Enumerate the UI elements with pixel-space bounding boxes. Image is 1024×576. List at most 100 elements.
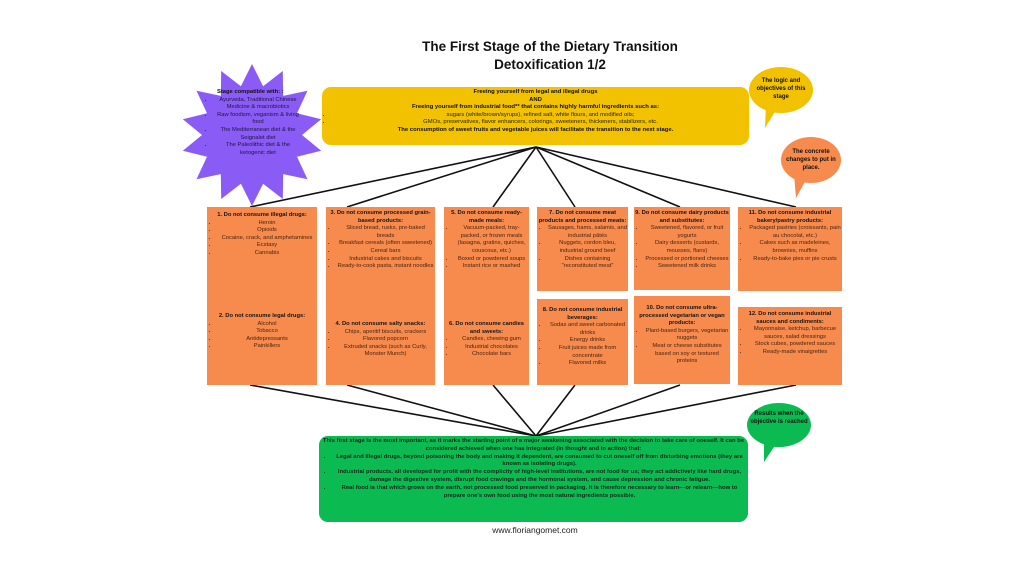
results-text: This first stage is the most important, …	[321, 438, 746, 500]
rule-10: 10. Do not consume ultra-processed veget…	[635, 305, 729, 366]
rule-box-col-2	[326, 207, 435, 385]
rule-12: 12. Do not consume industrial sauces and…	[739, 311, 841, 357]
rule-3: 3. Do not consume processed grain-based …	[327, 210, 434, 271]
rule-item: Cereal bars	[337, 248, 434, 256]
rule-item: Heroin	[218, 220, 316, 228]
rule-heading: 2. Do not consume legal drugs:	[218, 313, 306, 319]
rule-item: Industrial cakes and biscuits	[337, 256, 434, 264]
results-intro: This first stage is the most important, …	[322, 438, 745, 452]
rule-item: Painkillers	[218, 343, 316, 351]
objectives-box	[322, 87, 749, 145]
rule-item: Ready-to-cook pasta, instant noodles	[337, 263, 434, 271]
connector-bottom-6	[535, 384, 797, 437]
compatible-item: The Mediterranean diet & the Seignalet d…	[214, 127, 302, 142]
rule-item: Energy drinks	[548, 337, 627, 345]
changes-bubble	[781, 137, 841, 198]
rule-1: 1. Do not consume illegal drugs: Heroin …	[208, 212, 316, 258]
rule-heading: 4. Do not consume salty snacks:	[335, 321, 426, 327]
rule-4: 4. Do not consume salty snacks: Chips, a…	[327, 321, 434, 359]
rule-5: 5. Do not consume ready-made meals: Vacu…	[445, 210, 528, 271]
compatible-item: Raw foodism, veganism & living food	[214, 112, 302, 127]
objectives-text: Freeing yourself from legal and illegal …	[322, 89, 749, 135]
connector-bottom-1	[249, 384, 537, 437]
rule-item: Instant rice or mashed	[455, 263, 528, 271]
logic-bubble	[749, 67, 813, 128]
rule-11: 11. Do not consume industrial bakery/pas…	[739, 210, 841, 263]
rule-heading: 10. Do not consume ultra-processed veget…	[639, 305, 725, 327]
rule-heading: 7. Do not consume meat products and proc…	[538, 210, 627, 224]
rule-item: Alcohol	[218, 321, 316, 329]
rule-item: Mayonnaise, ketchup, barbecue sauces, sa…	[749, 326, 841, 341]
objective-ingredient: GMOs, preservatives, flavor enhancers, c…	[332, 119, 749, 127]
rule-item: Dishes containing "reconstituted meat"	[548, 256, 627, 271]
connector-top-6	[535, 146, 797, 208]
rule-item: Plant-based burgers, vegetarian nuggets	[645, 328, 729, 343]
objective-ingredient: sugars (white/brown/syrups), refined sal…	[332, 112, 749, 120]
objective-line-4: The consumption of sweet fruits and vege…	[397, 126, 674, 133]
footer-url: www.floriangomet.com	[492, 525, 578, 535]
rule-item: Sweetened, flavored, or fruit yogurts	[645, 225, 729, 240]
rule-9: 9. Do not consume dairy products and sub…	[635, 210, 729, 271]
results-box	[319, 436, 748, 522]
rule-item: Chips, aperitif biscuits, crackers	[337, 329, 434, 337]
rule-item: Ecstasy	[218, 242, 316, 250]
connector-bottom-3	[492, 384, 537, 437]
rule-item: Industrial chocolates	[455, 344, 528, 352]
compatible-item: Ayurveda, Traditional Chinese Medicine &…	[214, 97, 302, 112]
rule-item: Tobacco	[218, 328, 316, 336]
rule-heading: 6. Do not consume candies and sweets:	[448, 321, 525, 335]
rule-item: Sweetened milk drinks	[645, 263, 729, 271]
rule-item: Processed or portioned cheeses	[645, 256, 729, 264]
results-item: Real food is that which grows on the ear…	[333, 485, 746, 501]
rule-item: Sausages, hams, salamis, and industrial …	[548, 225, 627, 240]
rule-item: Ready-to-bake pies or pie crusts	[749, 256, 841, 264]
rule-item: Antidepressants	[218, 336, 316, 344]
rule-heading: 11. Do not consume industrial bakery/pas…	[748, 210, 832, 224]
objective-and: AND	[529, 96, 542, 103]
rule-item: Packaged pastries (croissants, pain au c…	[749, 225, 841, 240]
rule-box-12	[738, 307, 842, 385]
connector-bottom-2	[346, 384, 537, 437]
changes-bubble-text: The concrete changes to put in place.	[786, 149, 836, 171]
logic-bubble-text: The logic and objectives of this stage	[756, 78, 806, 100]
rule-2: 2. Do not consume legal drugs: Alcohol T…	[208, 313, 316, 351]
rule-item: Vacuum-packed, tray-packed, or frozen me…	[455, 225, 528, 255]
diagram-title: The First Stage of the Dietary Transitio…	[300, 38, 800, 74]
rule-box-col-1	[207, 207, 317, 385]
rule-7: 7. Do not consume meat products and proc…	[538, 210, 627, 271]
starburst-shape	[182, 64, 322, 206]
rule-box-9	[634, 207, 730, 290]
connector-top-5	[535, 146, 681, 208]
rule-box-10	[634, 296, 730, 384]
rule-box-8	[537, 299, 628, 385]
rule-box-11	[738, 207, 842, 291]
rule-item: Boxed or powdered soups	[455, 256, 528, 264]
connector-top-4	[535, 146, 576, 208]
rule-item: Meat or cheese substitutes based on soy …	[645, 343, 729, 366]
rule-8: 8. Do not consume industrial beverages: …	[538, 307, 627, 368]
results-bubble-text: Results when the objective is reached	[750, 411, 808, 425]
compatible-item: The Paleolithic diet & the ketogenic die…	[214, 142, 302, 157]
rule-heading: 1. Do not consume illegal drugs:	[217, 212, 307, 218]
rule-item: Dairy desserts (custards, mousses, flans…	[645, 240, 729, 255]
rule-item: Sliced bread, rusks, pre-baked breads	[337, 225, 434, 240]
rule-item: Flavored popcorn	[337, 336, 434, 344]
rule-box-col-3	[444, 207, 529, 385]
compatible-heading: Stage compatible with: :	[217, 89, 284, 95]
rule-item: Extruded snacks (such as Curly, Monster …	[337, 344, 434, 359]
rule-item: Cakes such as madeleines, brownies, muff…	[749, 240, 841, 255]
rule-item: Fruit juices made from concentrate	[548, 345, 627, 360]
rule-heading: 8. Do not consume industrial beverages:	[542, 307, 623, 321]
connector-top-3	[492, 146, 537, 208]
rule-heading: 5. Do not consume ready-made meals:	[451, 210, 522, 224]
rule-item: Opioids	[218, 227, 316, 235]
rule-item: Sodas and sweet carbonated drinks	[548, 322, 627, 337]
rule-item: Chocolate bars	[455, 351, 528, 359]
results-item: Industrial products, all developed for p…	[333, 469, 746, 485]
rule-item: Cannabis	[218, 250, 316, 258]
compatible-diets: Stage compatible with: : Ayurveda, Tradi…	[205, 89, 302, 157]
results-item: Legal and illegal drugs, beyond poisonin…	[333, 454, 746, 470]
rule-item: Ready-made vinaigrettes	[749, 349, 841, 357]
results-bubble	[747, 403, 811, 462]
